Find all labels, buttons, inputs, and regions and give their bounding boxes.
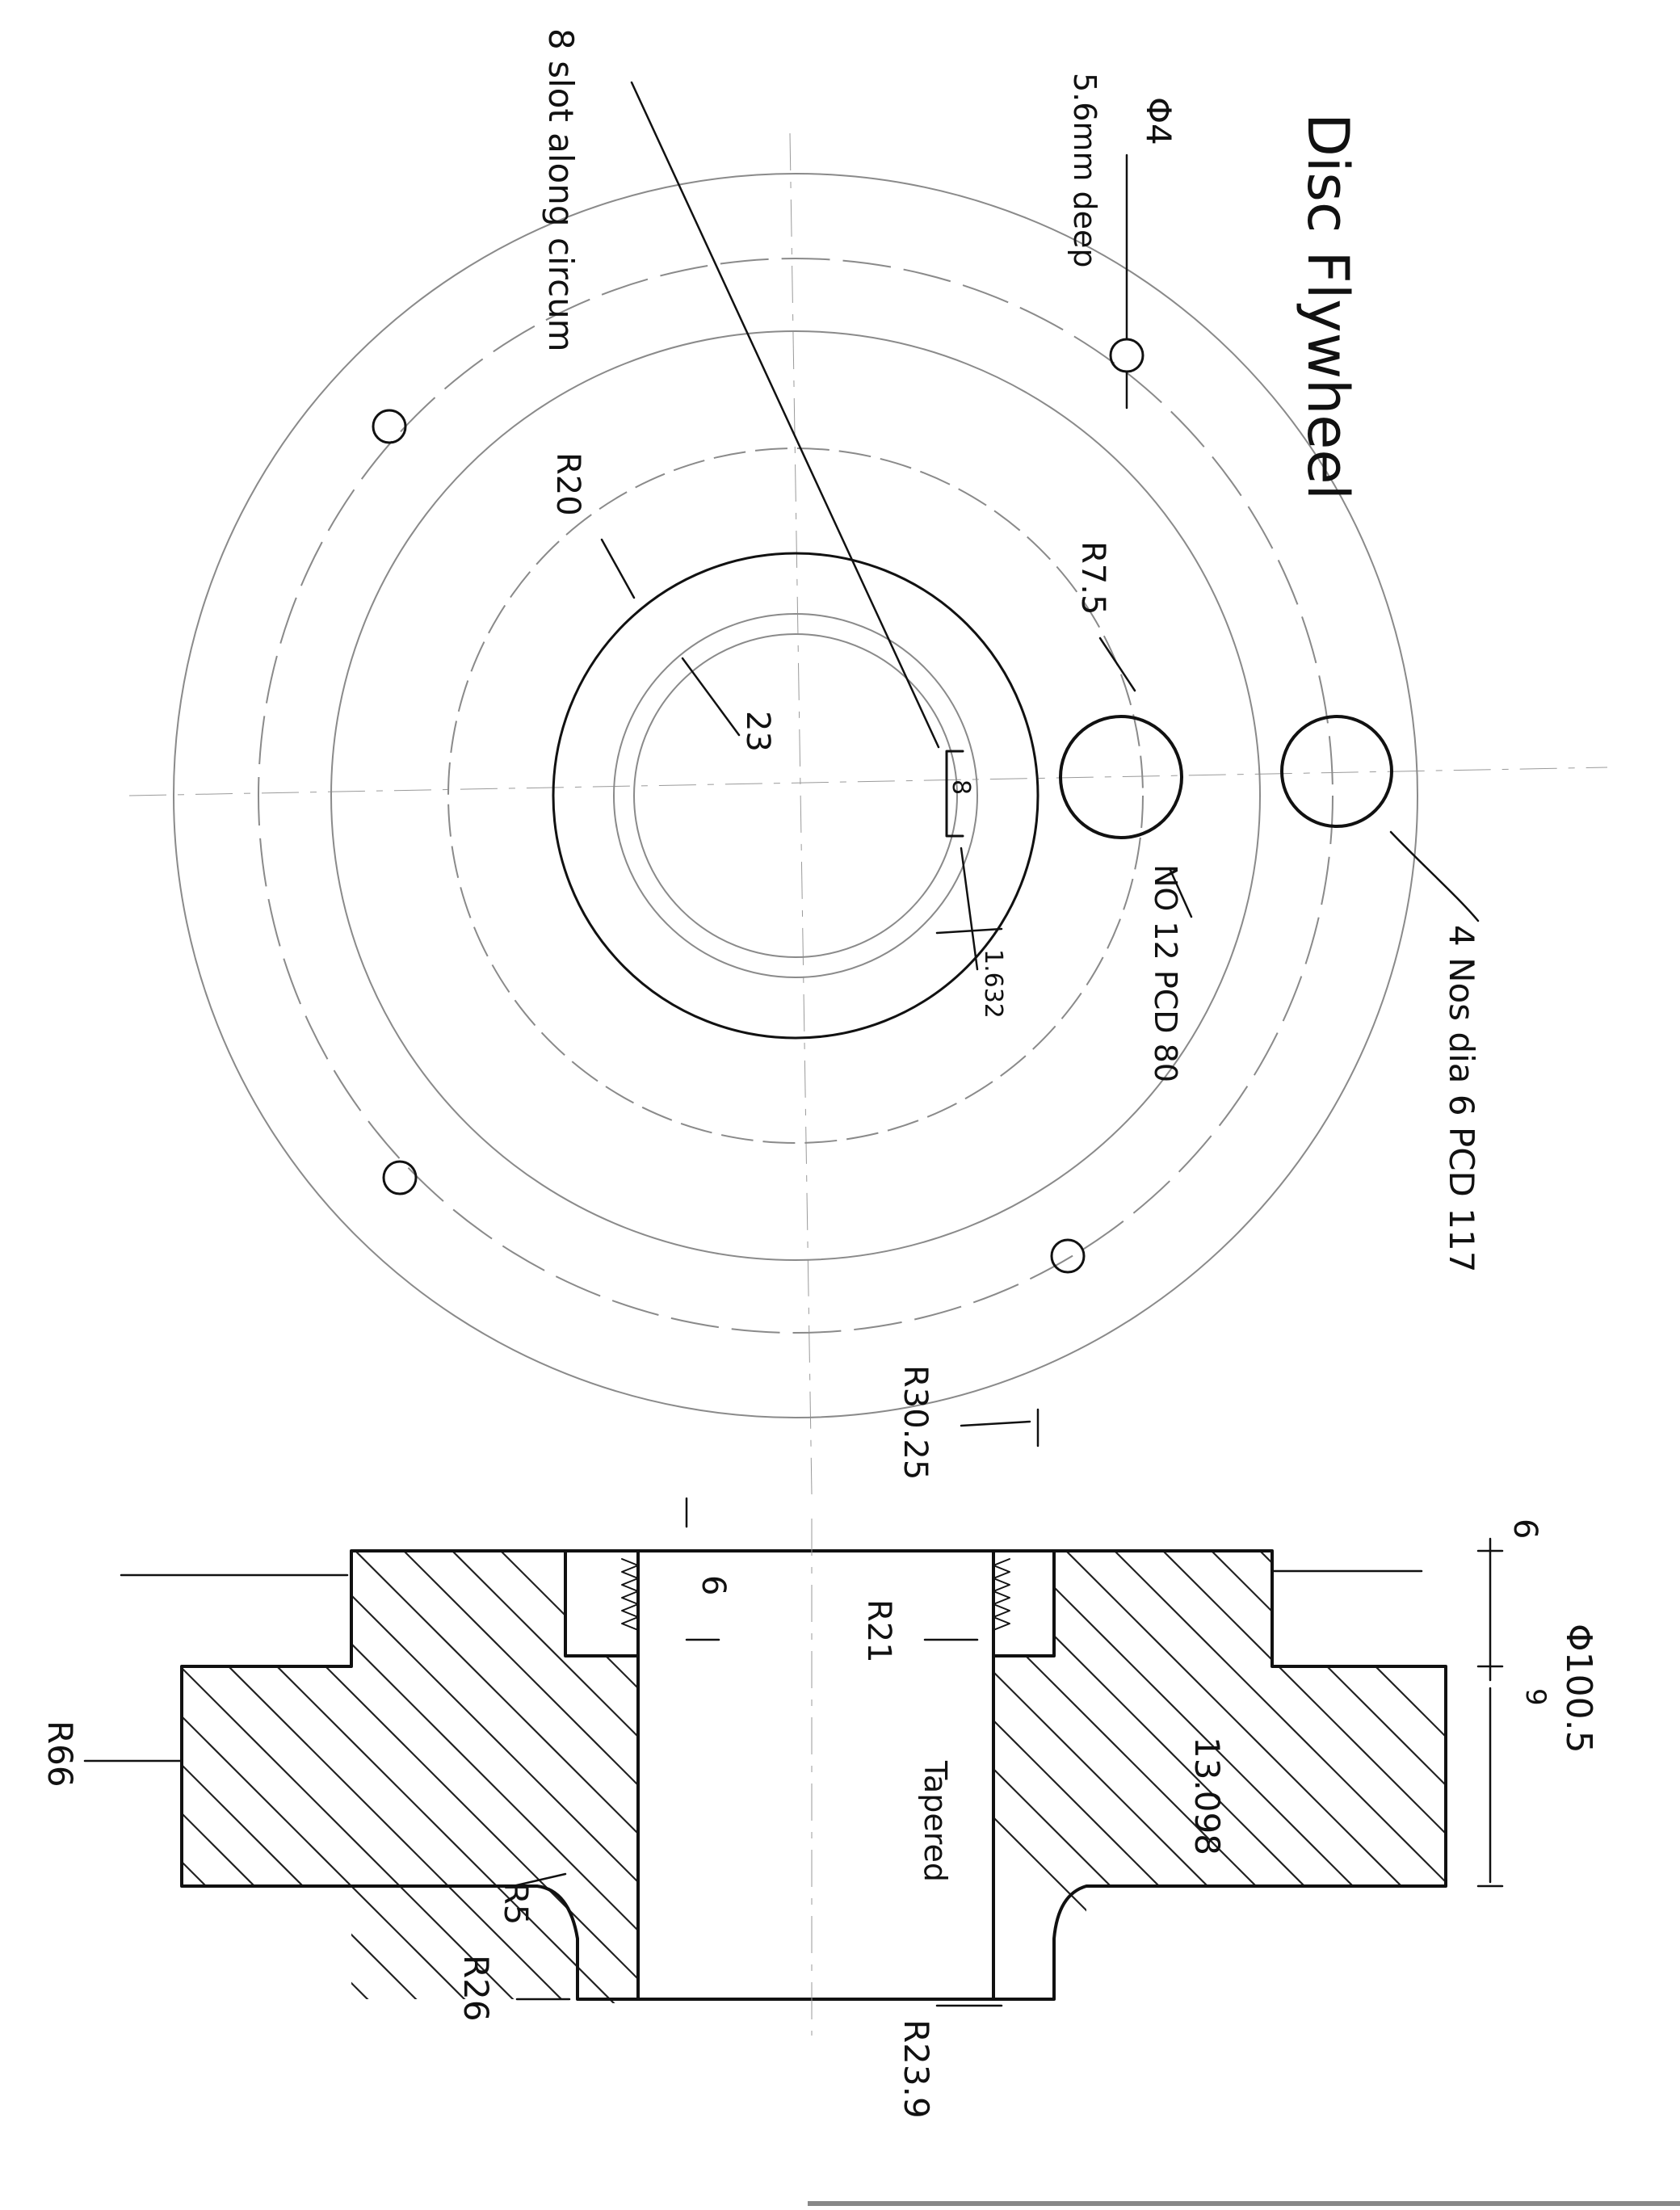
d4-label: Φ4 [1139, 97, 1178, 145]
hole-upper-left [372, 409, 407, 444]
recess-right [992, 1549, 1056, 1658]
r30-label: R30.25 [897, 1365, 934, 1480]
r20-leader [600, 538, 636, 599]
horizontal-center-line [128, 767, 1608, 796]
slot-width-label: 8 [947, 779, 975, 795]
hatch-left [182, 1551, 638, 2003]
thread-left [621, 1558, 639, 1631]
drawing-title: Disc Flywheel [1295, 113, 1361, 500]
dim-6-label: 6 [1506, 1519, 1544, 1539]
hole-r7-5 [1059, 715, 1183, 839]
hole-lower-right [1050, 1238, 1086, 1274]
thread-right [993, 1558, 1010, 1631]
r5-label: R5 [497, 1882, 534, 1925]
r26-label: R26 [456, 1955, 496, 2022]
slot-depth-label: 1.632 [979, 949, 1007, 1019]
tapered-label: Tapered [918, 1760, 953, 1882]
hatch-right [993, 1551, 1446, 2003]
outer-rim-circle [173, 173, 1418, 1418]
bore-6-label: 6 [695, 1575, 732, 1595]
pcd80-leader [1168, 867, 1193, 918]
holes-12-label: NO 12 PCD 80 [1148, 864, 1183, 1082]
section-view: 6 9 Φ100.5 13.098 R21 6 Tapered R66 R5 R… [40, 1497, 1599, 2119]
pcd-80-circle [447, 447, 1144, 1144]
r30-arrow [960, 1420, 1031, 1427]
hole-dia6-large [1280, 715, 1393, 828]
dim-9-label: 9 [1519, 1688, 1552, 1706]
slot-keyway [945, 750, 964, 838]
section-outline [180, 1549, 1447, 2001]
dia-100-5-label: Φ100.5 [1558, 1624, 1599, 1754]
r30-circle [330, 330, 1261, 1261]
d23-label: 23 [739, 711, 776, 752]
top-view: Disc Flywheel 8 slot along circum Φ4 5.6… [128, 28, 1608, 1495]
r7-5-leader [1098, 637, 1136, 692]
vertical-center-line [789, 132, 813, 1495]
r20-label: R20 [549, 452, 586, 516]
slot-leader [630, 81, 940, 749]
holes-4-label: 4 Nos dia 6 PCD 117 [1442, 925, 1481, 1272]
slot-label: 8 slot along circum [541, 28, 581, 352]
slot-depth-dim [935, 927, 1003, 935]
hub-circle-1 [613, 613, 978, 978]
pcd117-leader [1389, 830, 1480, 922]
hub-circle-2 [633, 633, 958, 958]
hole-lower-left [382, 1160, 418, 1195]
slot-depth-leader [960, 847, 979, 971]
dim-13-098-label: 13.098 [1187, 1737, 1227, 1855]
d23-leader [681, 657, 741, 737]
hole-d4-top [1109, 338, 1144, 373]
pcd-117-circle [258, 258, 1334, 1334]
r5-leader [511, 1872, 567, 1888]
r66-label: R66 [40, 1721, 80, 1788]
recess-left [564, 1549, 640, 1658]
r7-5-label: R7.5 [1074, 541, 1111, 615]
d4-depth-label: 5.6mm deep [1067, 73, 1102, 268]
r20-circle [552, 552, 1040, 1040]
r23-9-label: R23.9 [897, 2019, 936, 2119]
r21-label: R21 [860, 1599, 897, 1663]
